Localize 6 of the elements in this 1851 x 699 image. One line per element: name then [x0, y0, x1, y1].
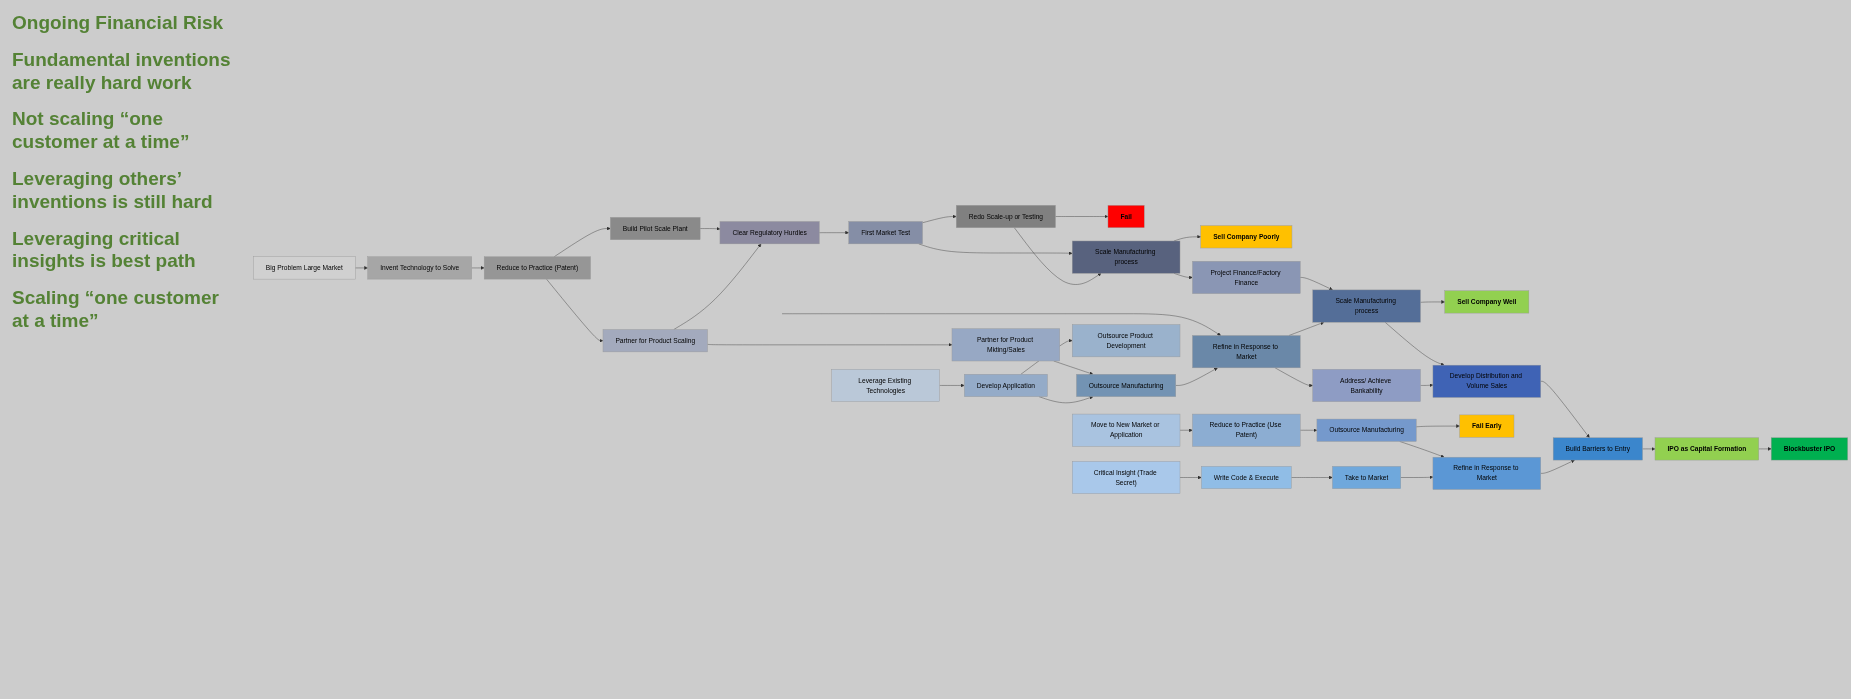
annotation-text: Leveraging critical insights is best path [12, 227, 197, 274]
annotation-text: Leveraging others’ inventions is still hard [12, 168, 214, 214]
annotation-text: Fundamental inventions are really hard work [12, 48, 232, 95]
annotation-text: Scaling “one customer at a time” [12, 287, 220, 333]
annotation-text: Not scaling “one customer at a time” [12, 108, 191, 154]
annotation-text: Ongoing Financial Risk [12, 12, 225, 35]
